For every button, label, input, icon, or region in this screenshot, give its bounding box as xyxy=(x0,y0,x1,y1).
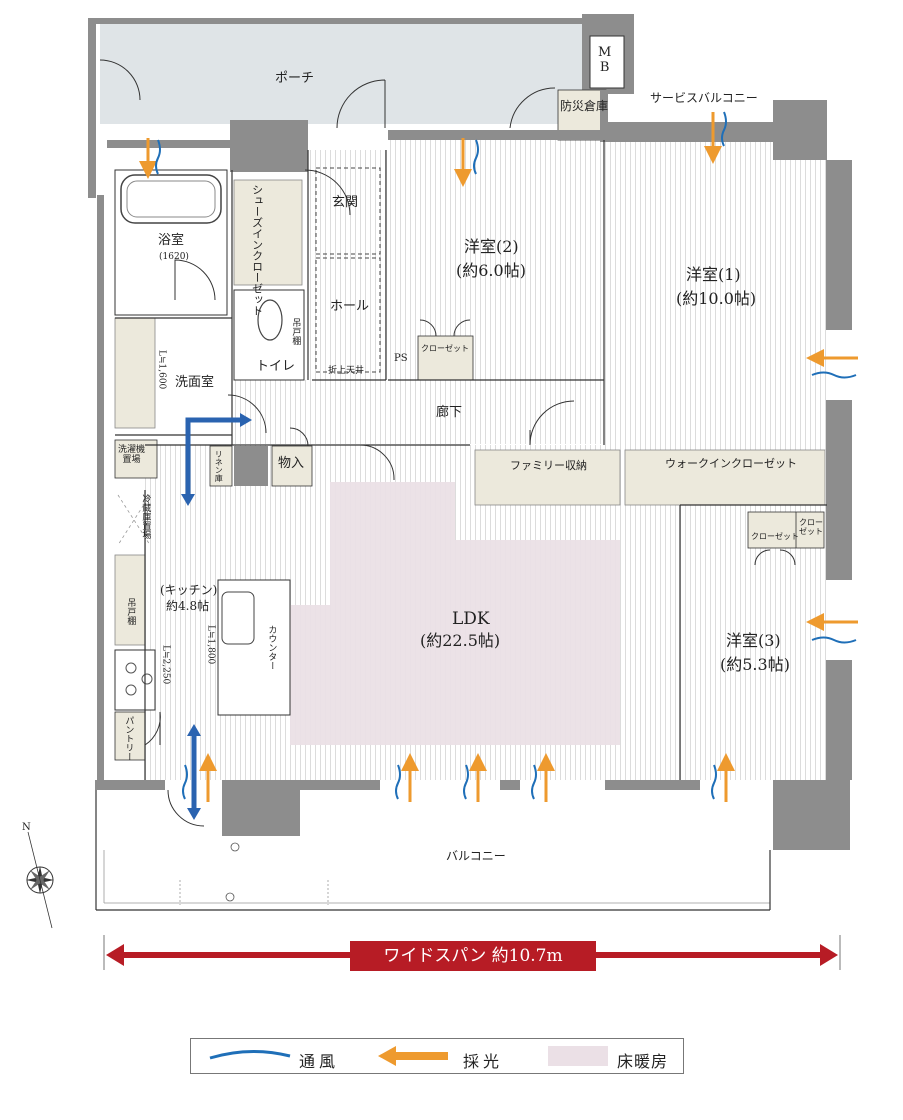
kitchen-size-label: 約4.8帖 xyxy=(166,599,210,613)
porch-area xyxy=(100,22,582,124)
washroom-shelf-fill xyxy=(114,317,156,429)
ldk-name-label: LDK xyxy=(452,609,490,629)
floor-heating-zone xyxy=(290,482,620,745)
room3-size-label: (約5.3帖) xyxy=(720,655,790,674)
storage-label: 物入 xyxy=(278,456,305,471)
kitchen-sink xyxy=(221,591,255,645)
stove xyxy=(114,649,156,711)
legend-heating-swatch xyxy=(548,1046,608,1066)
counter-label: カウンター xyxy=(266,625,277,670)
room1-name-label: 洋室(1) xyxy=(686,265,741,284)
bath-label: 浴室 xyxy=(158,233,185,248)
room3-floor xyxy=(680,505,827,780)
pantry-label: パントリー xyxy=(123,716,134,761)
wind-marks xyxy=(155,111,857,800)
washroom-label: 洗面室 xyxy=(175,375,215,390)
disaster-storage-label: 防災倉庫 xyxy=(560,99,609,113)
room2-size-label: (約6.0帖) xyxy=(456,261,526,280)
room2-closet-fill xyxy=(417,335,474,381)
porch-label: ポーチ xyxy=(275,71,315,86)
ps-label: PS xyxy=(394,353,408,364)
fridge-label: 冷蔵庫置場 xyxy=(140,494,151,539)
corridor-floor xyxy=(232,380,606,444)
wide-span-label: ワイドスパン 約10.7m xyxy=(350,941,596,971)
compass-icon xyxy=(26,831,54,929)
service-balcony-label: サービスバルコニー xyxy=(650,91,758,105)
room1-floor xyxy=(605,140,827,450)
hall-floor xyxy=(310,150,386,380)
room3-closet-fill xyxy=(747,511,825,549)
linen-label: リネン庫 xyxy=(214,450,224,482)
balcony-label: バルコニー xyxy=(446,849,506,863)
toilet-bowl xyxy=(257,299,283,341)
bathtub xyxy=(120,174,222,224)
legend-wind-swatch xyxy=(209,1050,291,1060)
door-swings xyxy=(99,59,796,827)
genkan-label: 玄関 xyxy=(332,195,359,210)
shoe-closet-label: シューズインクローゼット xyxy=(250,184,264,316)
legend: 通風 採光 床暖房 xyxy=(190,1038,684,1074)
kitchen-shelf-fill xyxy=(114,554,146,646)
outer-wall-left xyxy=(88,18,96,198)
legend-heating-label: 床暖房 xyxy=(617,1052,669,1071)
storage-fill xyxy=(271,445,313,487)
kitchen-length-label: L≒2,250 xyxy=(160,645,171,685)
toilet-label: トイレ xyxy=(256,359,296,374)
legend-light-swatch xyxy=(392,1052,448,1060)
ldk-size-label: (約22.5帖) xyxy=(420,631,501,650)
folded-ceiling-label: 折上天井 xyxy=(328,366,365,376)
compass-north-label: N xyxy=(22,822,31,833)
linen-fill xyxy=(209,445,233,487)
toilet-shelf-label: 吊戸棚 xyxy=(290,318,301,345)
shoe-closet-fill xyxy=(233,179,303,286)
kitchen-name-label: (キッチン) xyxy=(160,583,218,597)
kitchen-shelf-label: 吊戸棚 xyxy=(125,598,136,625)
legend-light-label: 採光 xyxy=(463,1052,504,1071)
pantry-fill xyxy=(114,711,146,761)
family-storage-label: ファミリー収納 xyxy=(510,459,587,472)
interior-walls xyxy=(95,90,852,850)
outer-wall-top xyxy=(88,18,584,24)
washer-label: 洗濯機 置場 xyxy=(118,445,146,466)
walkin-closet-label: ウォークインクローゼット xyxy=(665,457,797,470)
room2-closet-label: クローゼット xyxy=(421,344,469,353)
circulation-arrow xyxy=(185,417,248,500)
legend-wind-label: 通風 xyxy=(299,1052,340,1071)
light-arrows xyxy=(139,112,858,802)
room1-size-label: (約10.0帖) xyxy=(676,289,757,308)
family-storage-fill xyxy=(474,449,621,506)
room2-name-label: 洋室(2) xyxy=(464,237,519,256)
washer-fill xyxy=(114,439,158,479)
counter-length-label: L≒1,800 xyxy=(205,625,216,665)
folded-ceiling-dashed xyxy=(315,257,381,373)
corridor-label: 廊下 xyxy=(436,405,463,420)
genkan-dashed xyxy=(315,167,381,255)
walkin-closet-fill xyxy=(624,449,826,506)
storage-dark-box xyxy=(234,446,268,486)
mb-label: M B xyxy=(598,45,612,75)
room3-closet-label: クローゼット xyxy=(751,532,799,541)
bath-size-label: (1620) xyxy=(159,252,189,262)
room3-name-label: 洋室(3) xyxy=(726,631,781,650)
mb-box xyxy=(589,35,625,89)
hall-label: ホール xyxy=(330,299,370,314)
balcony xyxy=(95,790,771,911)
room3-small-closet-label: クロー ゼット xyxy=(799,518,823,537)
washroom-length-label: L≒1,600 xyxy=(156,350,167,390)
